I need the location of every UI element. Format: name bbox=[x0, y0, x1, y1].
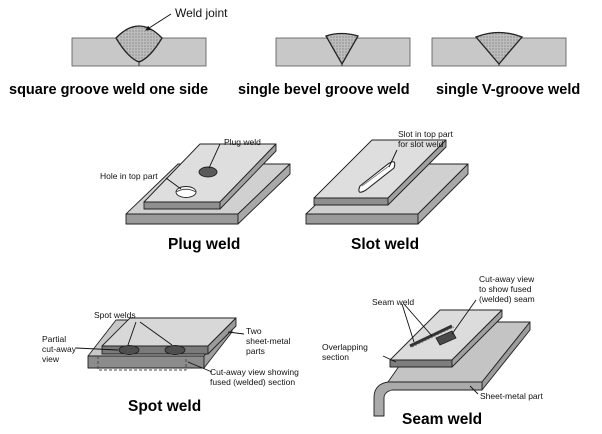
sheet-metal-part-label: Sheet-metal part bbox=[480, 391, 543, 401]
caption-square-groove-weld: square groove weld one side bbox=[9, 82, 209, 98]
spot-weld-caption: Spot weld bbox=[128, 398, 202, 415]
partial-cut-away-view-label: Partial cut-away view bbox=[42, 334, 77, 364]
caption-single-bevel-groove-weld: single bevel groove weld bbox=[238, 82, 410, 98]
spot-welds-label: Spot welds bbox=[94, 310, 136, 320]
seam-cut-away-view-label: Cut-away view to show fused (welded) sea… bbox=[479, 274, 535, 304]
seam-weld-figure bbox=[373, 299, 531, 417]
slot-weld-caption: Slot weld bbox=[351, 236, 420, 253]
seam-weld-label: Seam weld bbox=[372, 297, 415, 307]
slot-in-top-part-label: Slot in top part for slot weld bbox=[398, 129, 453, 149]
spot-cut-away-view-label: Cut-away view showing fused (welded) sec… bbox=[210, 367, 299, 387]
plug-weld-label: Plug weld bbox=[224, 137, 261, 147]
seam-weld-caption: Seam weld bbox=[402, 411, 483, 428]
two-sheet-metal-parts-label: Two sheet-metal parts bbox=[246, 326, 291, 356]
weld-joint-label: Weld joint bbox=[175, 6, 228, 20]
plug-weld-caption: Plug weld bbox=[168, 236, 241, 253]
single-v-groove-weld-figure bbox=[431, 31, 567, 67]
square-groove-weld-figure bbox=[71, 13, 207, 67]
plug-weld-figure bbox=[125, 143, 291, 225]
overlapping-section-label: Overlapping section bbox=[322, 342, 368, 362]
caption-single-v-groove-weld: single V-groove weld bbox=[436, 82, 581, 98]
spot-weld-figure bbox=[75, 317, 245, 373]
single-bevel-groove-weld-figure bbox=[275, 32, 411, 67]
hole-in-top-part-label: Hole in top part bbox=[100, 171, 158, 181]
slot-weld-figure bbox=[305, 139, 469, 225]
